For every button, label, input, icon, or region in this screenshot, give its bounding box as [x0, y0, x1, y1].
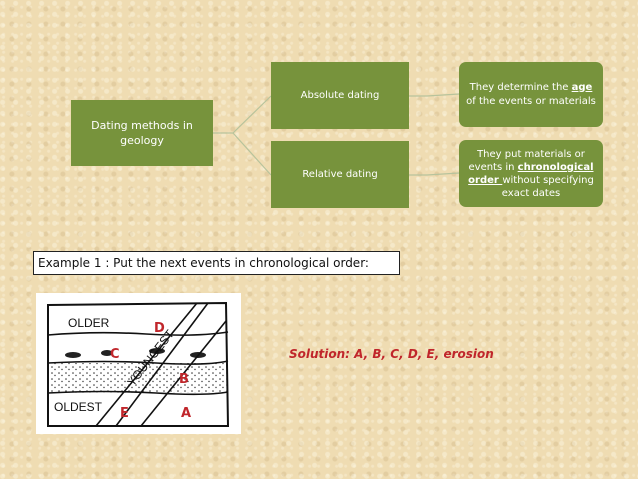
relative-desc-post: without specifying exact dates: [501, 174, 594, 199]
sand-layer: [48, 363, 228, 393]
fossil-shapes: [65, 348, 206, 358]
label-d: D: [154, 321, 165, 336]
dating-methods-label: Dating methods in geology: [91, 119, 193, 147]
absolute-desc-emph: age: [571, 81, 593, 93]
solution-text: Solution: A, B, C, D, E, erosion: [289, 347, 494, 361]
relative-dating-description: They put materials or events in chronolo…: [459, 140, 603, 207]
strata-drawing: OLDER OLDEST YOUNGEST D C B E A: [47, 301, 230, 427]
label-a: A: [181, 406, 191, 421]
relative-desc-emph1: chronological: [517, 161, 594, 173]
absolute-desc-post: of the events or materials: [466, 95, 596, 107]
label-b: B: [179, 372, 189, 387]
example-text: Example 1 : Put the next events in chron…: [38, 256, 369, 270]
absolute-dating-label: Absolute dating: [300, 90, 380, 101]
absolute-dating-description: They determine the age of the events or …: [459, 62, 603, 127]
older-label: OLDER: [68, 316, 110, 330]
example-prompt: Example 1 : Put the next events in chron…: [33, 251, 400, 275]
relative-dating-box: Relative dating: [271, 141, 409, 208]
strata-figure: OLDER OLDEST YOUNGEST D C B E A: [36, 293, 241, 434]
label-e: E: [120, 406, 129, 421]
absolute-dating-box: Absolute dating: [271, 62, 409, 129]
relative-desc-emph2: order: [468, 174, 503, 186]
absolute-desc-pre: They determine the: [469, 81, 572, 93]
relative-desc-pre: They put materials or events in: [468, 148, 585, 173]
oldest-label: OLDEST: [54, 400, 103, 414]
relative-dating-label: Relative dating: [302, 169, 378, 180]
label-c: C: [110, 347, 120, 362]
dating-methods-box: Dating methods in geology: [71, 100, 213, 166]
